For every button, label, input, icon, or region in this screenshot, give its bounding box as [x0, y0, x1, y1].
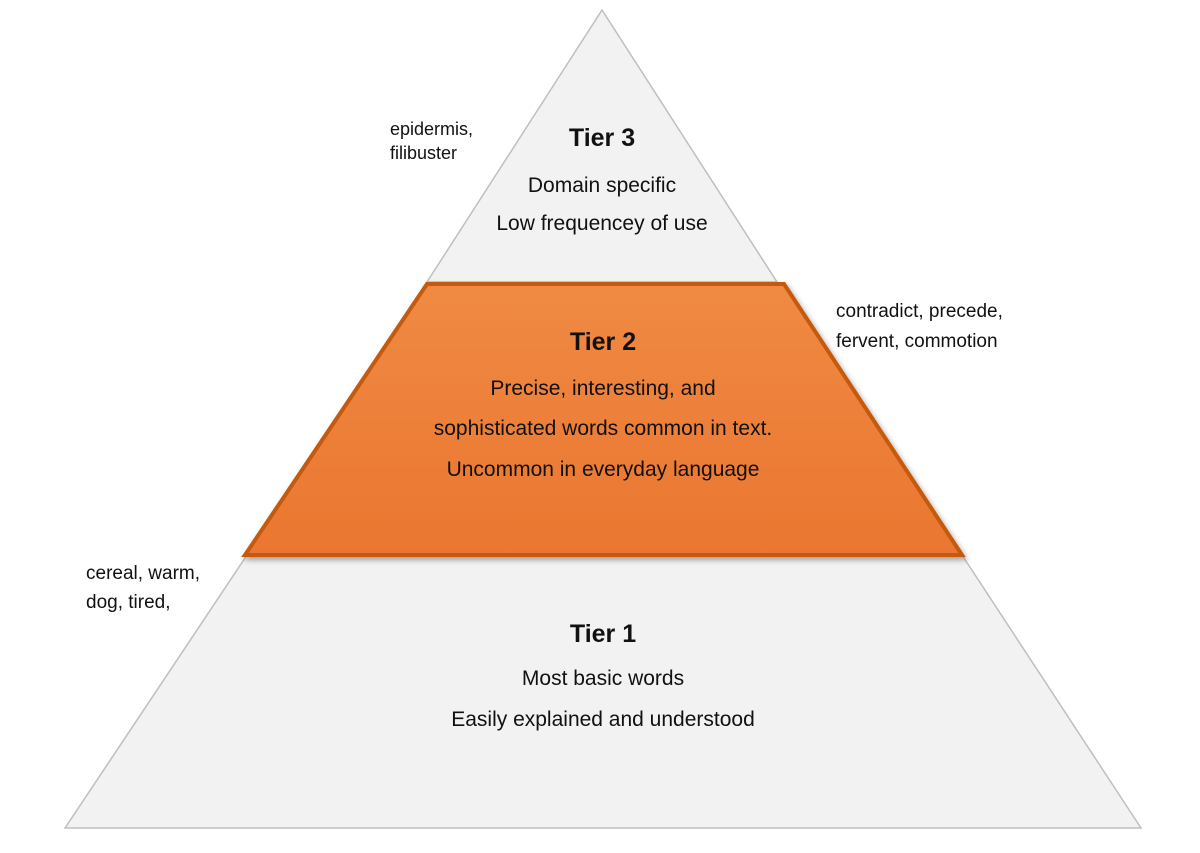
tier-2-description-line-3: Uncommon in everyday language [446, 458, 760, 481]
tier-3-description-line-2: Low frequencey of use [496, 212, 708, 235]
tier-1-examples-line-2: dog, tired, [86, 592, 171, 613]
tier-2-description-line-2: sophisticated words common in text. [433, 417, 773, 440]
tier-2-title: Tier 2 [569, 328, 637, 356]
tier-3-title: Tier 3 [568, 124, 636, 152]
tier-3-examples: epidermis, filibuster [390, 117, 473, 165]
tier-1-examples: cereal, warm, dog, tired, [86, 559, 200, 617]
tier-2-segment [241, 282, 966, 557]
tier-1-description-line-2: Easily explained and understood [451, 708, 755, 731]
tier-2-description-line-1: Precise, interesting, and [490, 377, 716, 400]
tier-2-examples: contradict, precede, fervent, commotion [836, 297, 1003, 357]
tier-3-description-line-1: Domain specific [527, 174, 677, 197]
tier-3-examples-line-2: filibuster [390, 143, 458, 163]
tier-1-description-line-1: Most basic words [521, 667, 685, 690]
tier-2-examples-line-1: contradict, precede, [836, 301, 1003, 322]
tier-1-title: Tier 1 [569, 620, 637, 648]
tier-3-examples-line-1: epidermis, [390, 119, 474, 139]
tier-1-examples-line-1: cereal, warm, [86, 563, 201, 584]
tier-2-examples-line-2: fervent, commotion [836, 331, 998, 352]
